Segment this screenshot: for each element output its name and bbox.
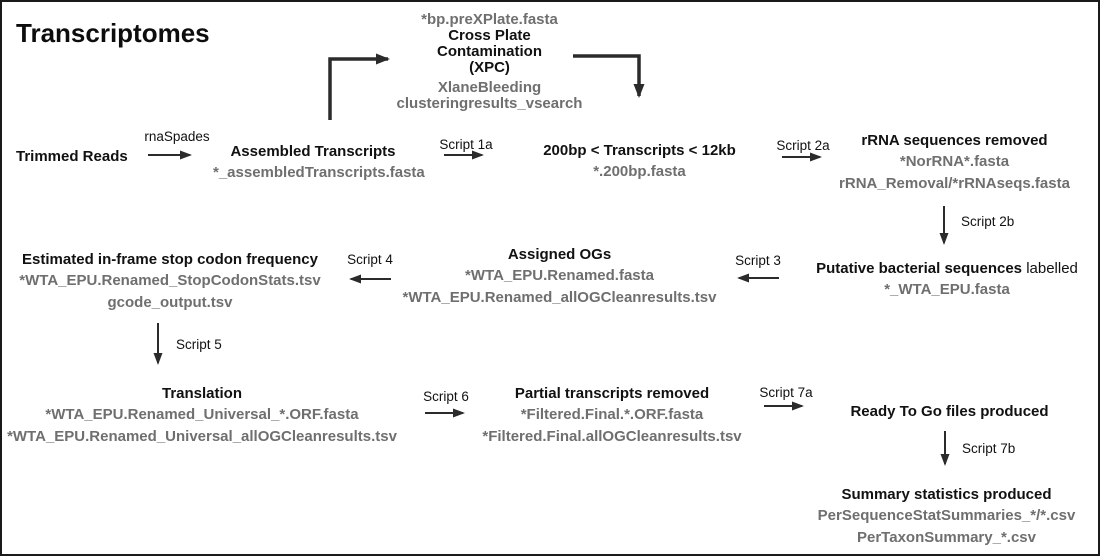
- node-title: Summary statistics produced: [841, 486, 1052, 503]
- node-title: Ready To Go files produced: [850, 403, 1049, 420]
- file-name: clusteringresults_vsearch: [396, 95, 583, 112]
- edge-label-script-2b: Script 2b: [961, 214, 1015, 229]
- node-title: Contamination: [437, 43, 542, 60]
- node-title: Assigned OGs: [507, 246, 612, 263]
- file-name: *WTA_EPU.Renamed_Universal_*.ORF.fasta: [45, 406, 359, 423]
- edge-label-rnaspades: rnaSpades: [144, 129, 210, 144]
- node-bacterial-labelled: Putative bacterial sequences labelled *_…: [792, 258, 1098, 301]
- file-name: PerTaxonSummary_*.csv: [857, 529, 1036, 546]
- node-cross-plate-contamination: *bp.preXPlate.fasta Cross Plate Contamin…: [387, 12, 592, 112]
- node-title-normal: labelled: [1026, 260, 1078, 277]
- file-name: XlaneBleeding: [437, 79, 542, 96]
- file-name: *WTA_EPU.Renamed_allOGCleanresults.tsv: [402, 289, 717, 306]
- node-assembled-transcripts: Assembled Transcripts *_assembledTranscr…: [213, 141, 425, 184]
- edge-label-script-1a: Script 1a: [439, 137, 493, 152]
- file-name: *WTA_EPU.Renamed_StopCodonStats.tsv: [19, 272, 321, 289]
- edge-label-script-7b: Script 7b: [962, 441, 1016, 456]
- file-name: *Filtered.Final.*.ORF.fasta: [520, 406, 704, 423]
- node-title: Estimated in-frame stop codon frequency: [22, 251, 318, 268]
- node-title: Putative bacterial sequences labelled: [792, 258, 1098, 279]
- node-title-bold: Putative bacterial sequences: [816, 260, 1023, 277]
- edge-label-script-2a: Script 2a: [776, 138, 830, 153]
- node-size-filter: 200bp < Transcripts < 12kb *.200bp.fasta: [527, 140, 752, 183]
- file-name: *.200bp.fasta: [593, 163, 686, 180]
- file-name: *WTA_EPU.Renamed.fasta: [465, 267, 654, 284]
- node-assigned-ogs: Assigned OGs *WTA_EPU.Renamed.fasta *WTA…: [392, 244, 727, 309]
- file-name: *_WTA_EPU.fasta: [884, 281, 1010, 298]
- file-name: PerSequenceStatSummaries_*/*.csv: [817, 507, 1076, 524]
- node-title: Cross Plate: [448, 27, 531, 44]
- node-title: 200bp < Transcripts < 12kb: [543, 142, 736, 159]
- node-title: Partial transcripts removed: [514, 385, 710, 402]
- node-title: rRNA sequences removed: [861, 132, 1048, 149]
- node-rrna-removed: rRNA sequences removed *NorRNA*.fasta rR…: [832, 130, 1077, 195]
- arrow-assembled-to-xpc: [328, 53, 390, 120]
- file-name: *NorRNA*.fasta: [899, 153, 1010, 170]
- node-partial-removed: Partial transcripts removed *Filtered.Fi…: [460, 383, 764, 448]
- file-name: *Filtered.Final.allOGCleanresults.tsv: [482, 428, 742, 445]
- node-title: Translation: [161, 385, 243, 402]
- file-name: *_assembledTranscripts.fasta: [213, 164, 425, 181]
- node-translation: Translation *WTA_EPU.Renamed_Universal_*…: [2, 383, 402, 448]
- file-name: *bp.preXPlate.fasta: [421, 11, 558, 28]
- file-name: rRNA_Removal/*rRNAseqs.fasta: [839, 175, 1070, 192]
- node-title: Assembled Transcripts: [230, 143, 396, 160]
- edge-label-script-5: Script 5: [176, 337, 222, 352]
- edge-label-script-3: Script 3: [735, 253, 781, 268]
- node-title: (XPC): [469, 59, 510, 76]
- node-summary-stats: Summary statistics produced PerSequenceS…: [794, 484, 1098, 549]
- edge-label-script-4: Script 4: [347, 252, 393, 267]
- node-trimmed-reads: Trimmed Reads: [16, 146, 128, 167]
- file-name: *WTA_EPU.Renamed_Universal_allOGCleanres…: [7, 428, 397, 445]
- node-title: Trimmed Reads: [16, 148, 128, 165]
- page-title: Transcriptomes: [16, 18, 210, 48]
- node-ready-to-go: Ready To Go files produced: [822, 401, 1077, 422]
- edge-label-script-6: Script 6: [423, 389, 469, 404]
- node-stop-codon-frequency: Estimated in-frame stop codon frequency …: [4, 249, 336, 314]
- edge-label-script-7a: Script 7a: [759, 385, 813, 400]
- file-name: gcode_output.tsv: [107, 294, 233, 311]
